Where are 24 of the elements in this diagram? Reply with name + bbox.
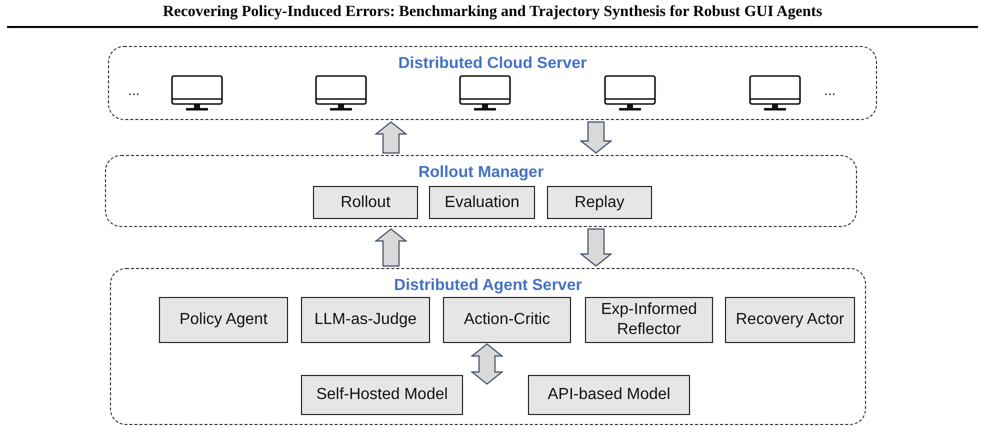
process-box: Self-Hosted Model: [301, 375, 463, 415]
process-box: LLM-as-Judge: [301, 297, 430, 343]
page-title: Recovering Policy-Induced Errors: Benchmarking and Trajectory Synthesis for Robust GUI Agents: [162, 3, 824, 21]
dashed-container: [108, 46, 877, 120]
block-arrow: [374, 228, 408, 267]
block-arrow: [579, 228, 613, 267]
container-heading: Distributed Cloud Server: [397, 55, 588, 73]
process-box: Evaluation: [429, 186, 535, 219]
process-box: Policy Agent: [159, 297, 288, 343]
dashed-container: [110, 268, 866, 425]
process-box: API-based Model: [528, 375, 690, 415]
process-box: Action-Critic: [443, 297, 571, 343]
process-box: Replay: [547, 186, 652, 219]
block-arrow: [470, 343, 504, 385]
process-box: Rollout: [313, 186, 418, 219]
process-box: Exp-Informed Reflector: [585, 297, 713, 343]
ellipsis-label: ...: [824, 82, 836, 98]
container-heading: Rollout Manager: [417, 164, 545, 182]
process-box: Recovery Actor: [725, 297, 855, 343]
ellipsis-label: ...: [128, 82, 140, 98]
block-arrow: [579, 121, 613, 154]
container-heading: Distributed Agent Server: [393, 277, 583, 295]
dashed-container: [105, 155, 857, 227]
block-arrow: [374, 121, 408, 154]
